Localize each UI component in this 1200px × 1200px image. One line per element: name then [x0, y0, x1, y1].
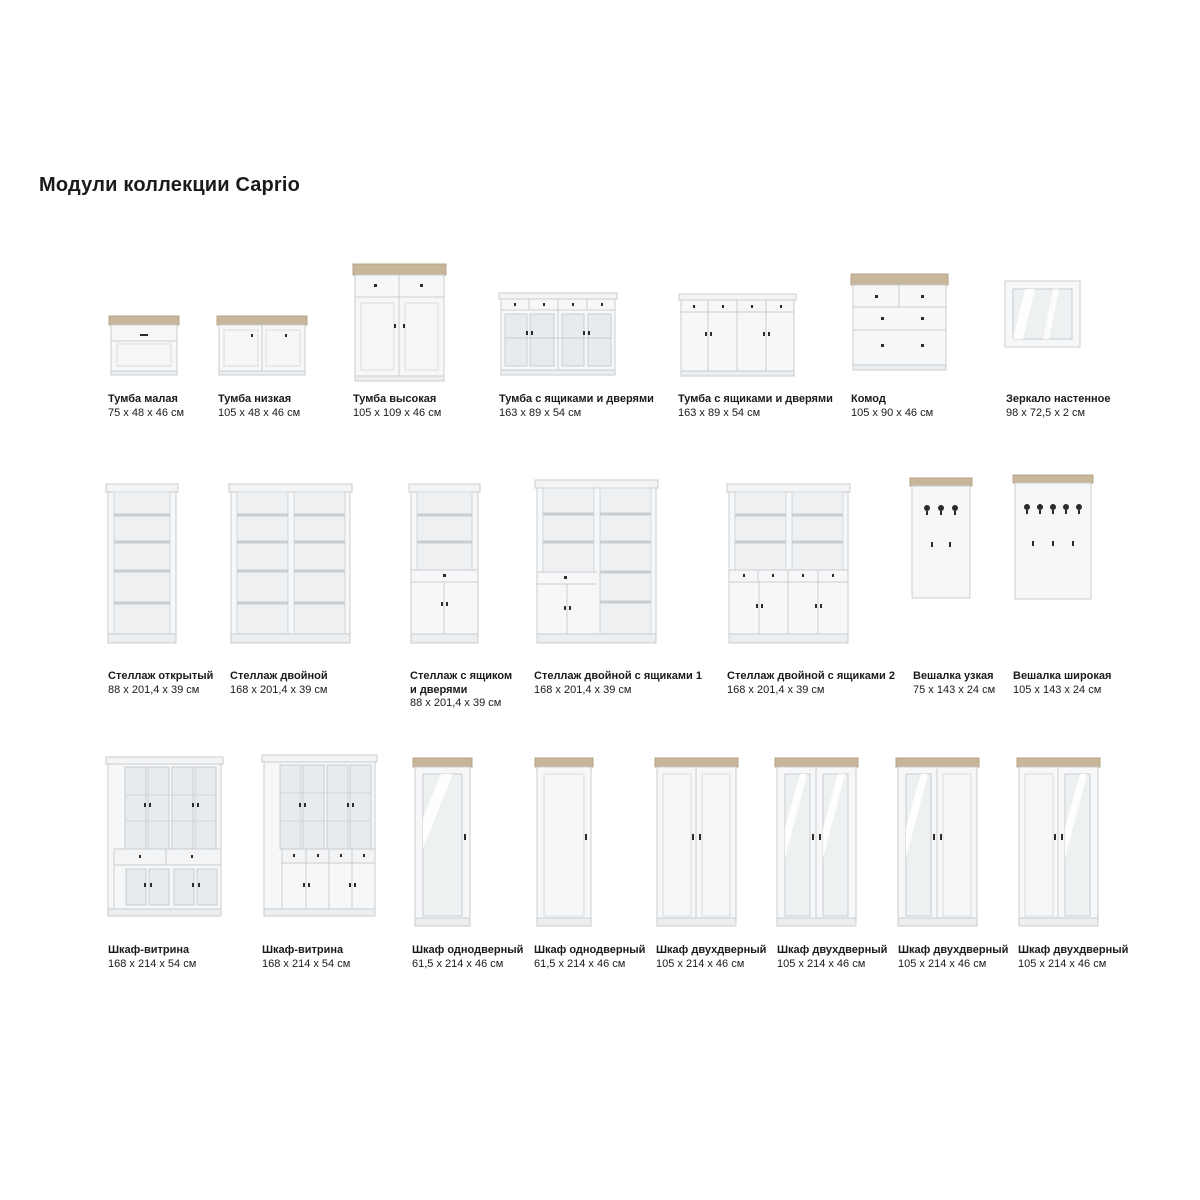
- product-dimensions: 105 x 214 x 46 см: [1018, 957, 1107, 970]
- product-dimensions: 105 x 90 x 46 см: [851, 406, 934, 419]
- product-dimensions: 105 x 214 x 46 см: [777, 957, 866, 970]
- sideboard-glass-icon: [498, 292, 618, 376]
- showcase-doors-icon: [261, 754, 378, 917]
- wardrobe-double-icon: [654, 757, 739, 927]
- product-name: Стеллаж с ящиком и дверями: [410, 670, 513, 696]
- product-name: Шкаф однодверный: [412, 944, 524, 956]
- product-dimensions: 168 x 214 x 54 см: [108, 957, 197, 970]
- product-name: Вешалка узкая: [913, 670, 994, 682]
- product-name: Шкаф двухдверный: [777, 944, 888, 956]
- product-dimensions: 168 x 201,4 x 39 см: [534, 683, 632, 696]
- shelf-double-drawers-2-icon: [726, 483, 851, 644]
- product-dimensions: 105 x 214 x 46 см: [898, 957, 987, 970]
- product-dimensions: 88 x 201,4 x 39 см: [410, 697, 502, 709]
- product-dimensions: 163 x 89 x 54 см: [499, 406, 582, 419]
- product-dimensions: 98 x 72,5 x 2 см: [1006, 406, 1086, 419]
- product-dimensions: 105 x 48 x 46 см: [218, 406, 301, 419]
- product-name: Тумба высокая: [353, 393, 437, 405]
- product-name: Шкаф однодверный: [534, 944, 646, 956]
- mirror-icon: [1004, 280, 1081, 348]
- shelf-double-icon: [228, 483, 353, 644]
- cabinet-small-icon: [108, 315, 180, 376]
- cabinet-low-icon: [216, 315, 308, 376]
- dresser-icon: [850, 273, 949, 371]
- wardrobe-double-left-mirror-icon: [895, 757, 980, 927]
- shelf-double-drawers-1-icon: [534, 479, 659, 644]
- product-name: Тумба низкая: [218, 393, 292, 405]
- product-dimensions: 88 x 201,4 x 39 см: [108, 683, 200, 696]
- product-name: Тумба с ящиками и дверями: [678, 393, 833, 405]
- hanger-wide-icon: [1012, 474, 1094, 600]
- sideboard-icon: [678, 293, 797, 377]
- product-dimensions: 75 x 48 x 46 см: [108, 406, 185, 419]
- product-name: Шкаф двухдверный: [898, 944, 1009, 956]
- product-name: Стеллаж открытый: [108, 670, 214, 682]
- product-dimensions: 168 x 214 x 54 см: [262, 957, 351, 970]
- cabinet-high-icon: [352, 263, 447, 382]
- product-name: Стеллаж двойной: [230, 670, 328, 682]
- product-dimensions: 168 x 201,4 x 39 см: [230, 683, 328, 696]
- shelf-drawer-icon: [408, 483, 481, 644]
- product-name: Тумба с ящиками и дверями: [499, 393, 654, 405]
- product-name: Тумба малая: [108, 393, 178, 405]
- wardrobe-double-right-mirror-icon: [1016, 757, 1101, 927]
- product-dimensions: 61,5 x 214 x 46 см: [412, 957, 504, 970]
- product-dimensions: 168 x 201,4 x 39 см: [727, 683, 825, 696]
- product-name: Комод: [851, 393, 886, 405]
- showcase-icon: [105, 756, 224, 917]
- shelf-open-icon: [105, 483, 179, 644]
- product-dimensions: 75 x 143 x 24 см: [913, 683, 996, 696]
- wardrobe-double-mirror-icon: [774, 757, 859, 927]
- wardrobe-single-mirror-icon: [412, 757, 473, 927]
- page-title: Модули коллекции Caprio: [39, 174, 301, 196]
- hanger-narrow-icon: [909, 477, 973, 599]
- product-name: Шкаф двухдверный: [656, 944, 767, 956]
- product-dimensions: 105 x 109 x 46 см: [353, 406, 442, 419]
- product-name: Шкаф двухдверный: [1018, 944, 1129, 956]
- product-dimensions: 163 x 89 x 54 см: [678, 406, 761, 419]
- product-name: Вешалка широкая: [1013, 670, 1112, 682]
- product-dimensions: 61,5 x 214 x 46 см: [534, 957, 626, 970]
- product-dimensions: 105 x 214 x 46 см: [656, 957, 745, 970]
- product-name: Шкаф-витрина: [262, 944, 344, 956]
- product-dimensions: 105 x 143 x 24 см: [1013, 683, 1102, 696]
- wardrobe-single-icon: [534, 757, 594, 927]
- product-name: Стеллаж двойной с ящиками 2: [727, 670, 895, 682]
- product-name: Стеллаж двойной с ящиками 1: [534, 670, 702, 682]
- product-name: Шкаф-витрина: [108, 944, 190, 956]
- product-name: Зеркало настенное: [1006, 393, 1111, 405]
